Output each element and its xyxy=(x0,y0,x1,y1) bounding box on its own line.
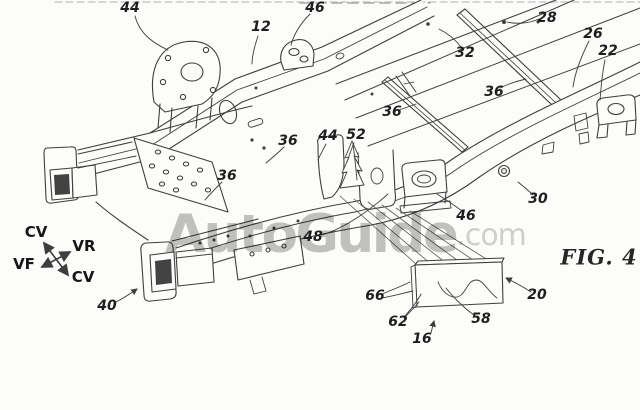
crossmember-diagonal-a xyxy=(381,76,469,153)
near-frame-horn xyxy=(140,235,305,302)
scan-artifact-lines xyxy=(54,1,640,4)
spring-bracket-far xyxy=(280,39,315,71)
kick-web-details xyxy=(149,99,266,150)
spring-tower xyxy=(151,40,221,133)
bumper-beam-box xyxy=(410,257,505,309)
far-frame-horn xyxy=(43,141,149,241)
rear-bracket-22 xyxy=(596,94,637,139)
crossmember-diagonal-b xyxy=(456,8,564,117)
far-rail xyxy=(77,0,435,178)
front-crossmember-panel xyxy=(133,137,229,213)
body-mount-bracket-46 xyxy=(399,159,452,214)
figure-caption: FIG. 4 xyxy=(560,244,638,270)
compass-arrows xyxy=(40,241,72,277)
leader-lines xyxy=(113,13,606,334)
phantom-lines xyxy=(339,195,492,265)
